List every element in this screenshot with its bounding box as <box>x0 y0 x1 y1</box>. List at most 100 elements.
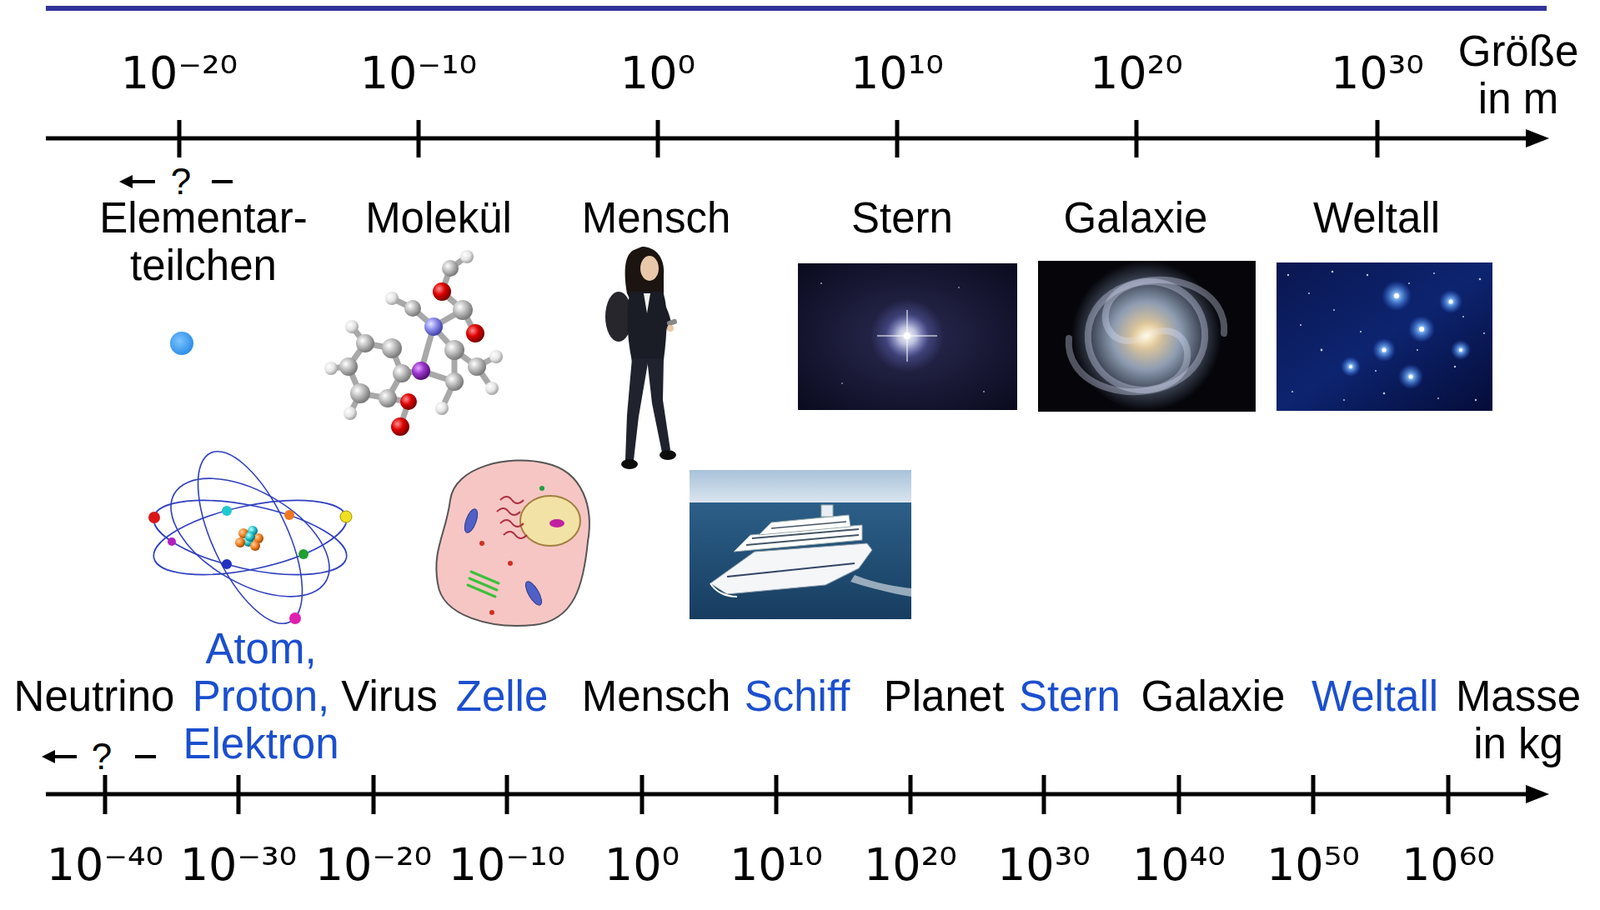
molecule-model <box>445 372 464 392</box>
scale-label: Molekül <box>365 194 512 242</box>
ship-photo <box>727 563 855 577</box>
cell-drawing <box>467 585 496 597</box>
universe-photo <box>1408 315 1435 343</box>
universe-photo <box>1419 326 1425 332</box>
person-figure <box>605 246 678 470</box>
star-photo <box>903 332 911 340</box>
ship-photo <box>746 535 859 546</box>
universe-photo <box>1333 309 1335 311</box>
galaxy-photo <box>1038 260 1256 412</box>
universe-photo <box>1276 262 1493 412</box>
open-end-arrow <box>41 750 56 764</box>
open-end-arrow <box>130 180 156 184</box>
mass-value: 10⁻²⁰ <box>315 840 433 891</box>
size-axis <box>45 120 1530 158</box>
mass-axis <box>1177 775 1182 815</box>
axis-title: Masse in kg <box>1447 672 1590 768</box>
molecule-model <box>392 364 412 383</box>
person-figure <box>667 325 674 332</box>
size-axis <box>1375 120 1380 158</box>
atom-model <box>147 486 354 589</box>
scale-label: Galaxie <box>1141 672 1286 721</box>
ship-photo <box>758 515 851 536</box>
molecule-model <box>391 417 410 437</box>
atom-model <box>221 506 232 517</box>
universe-photo <box>1287 270 1485 402</box>
cell-drawing <box>549 519 565 528</box>
atom-model <box>235 537 246 548</box>
mass-value: 10³⁰ <box>997 840 1091 891</box>
molecule-model <box>350 383 371 404</box>
ship-photo <box>689 502 912 620</box>
scale-label: Schiff <box>744 672 851 721</box>
open-end-arrow <box>211 180 233 184</box>
atom-model <box>147 436 354 638</box>
mass-axis <box>45 775 1530 815</box>
particle-dot <box>170 331 194 356</box>
size-axis <box>416 120 422 158</box>
star-photo <box>870 299 944 373</box>
person-figure <box>647 358 671 453</box>
universe-photo <box>1308 292 1310 295</box>
atom-model <box>147 486 354 589</box>
universe-photo <box>1459 348 1463 352</box>
atom-model <box>167 537 176 547</box>
size-value: 10¹⁰ <box>850 48 944 99</box>
scale-label: Mensch <box>581 672 732 721</box>
axis-title: Größe in m <box>1451 27 1585 123</box>
molecule-model <box>444 340 465 361</box>
size-axis <box>177 120 182 158</box>
cell-drawing <box>522 579 545 608</box>
scale-label: Weltall <box>1313 194 1440 242</box>
universe-photo <box>1416 349 1419 352</box>
universe-photo <box>1383 392 1386 396</box>
scale-label: Planet <box>883 672 1005 721</box>
scale-label: Virus <box>341 672 437 721</box>
star-photo <box>957 286 960 289</box>
atom-model <box>289 612 301 625</box>
atom-model <box>250 541 261 552</box>
scale-label: Neutrino <box>14 672 176 721</box>
size-value: 10³⁰ <box>1330 48 1425 99</box>
size-axis <box>656 120 661 158</box>
cell-drawing <box>479 541 485 547</box>
mass-value: 10⁻⁴⁰ <box>46 840 165 891</box>
person-figure <box>666 318 678 327</box>
molecule-model <box>381 338 402 359</box>
universe-photo <box>1299 324 1302 327</box>
molecule-model <box>385 291 399 306</box>
axis-arrowhead <box>1525 785 1550 804</box>
molecule-model <box>356 334 375 353</box>
open-end-arrow <box>135 755 156 759</box>
person-figure <box>659 450 677 461</box>
universe-photo <box>1409 375 1414 380</box>
open-end-arrow <box>119 175 133 189</box>
molecule-model <box>411 361 431 381</box>
mass-axis <box>774 775 779 815</box>
scale-label: Mensch <box>581 194 732 242</box>
universe-photo <box>1374 370 1377 372</box>
mass-axis <box>236 775 241 815</box>
universe-photo <box>1483 332 1485 335</box>
ship-photo <box>689 470 912 504</box>
mass-value: 10⁰ <box>604 840 680 891</box>
molecule-model <box>331 256 497 427</box>
mass-axis <box>640 775 645 815</box>
cell-drawing <box>436 461 590 627</box>
galaxy-photo <box>1068 280 1224 393</box>
universe-photo <box>1276 262 1493 412</box>
mass-axis <box>371 775 377 815</box>
atom-model <box>147 436 354 638</box>
molecule-model <box>404 300 422 317</box>
mass-value: 10¹⁰ <box>729 840 823 891</box>
universe-photo <box>1479 278 1482 281</box>
universe-photo <box>1331 270 1335 274</box>
universe-photo <box>1372 338 1396 362</box>
universe-photo <box>1450 340 1471 361</box>
person-figure <box>621 459 638 470</box>
molecule-model <box>343 406 357 421</box>
cell-drawing <box>489 610 495 616</box>
universe-photo <box>1382 348 1387 353</box>
cell-drawing <box>507 561 513 567</box>
